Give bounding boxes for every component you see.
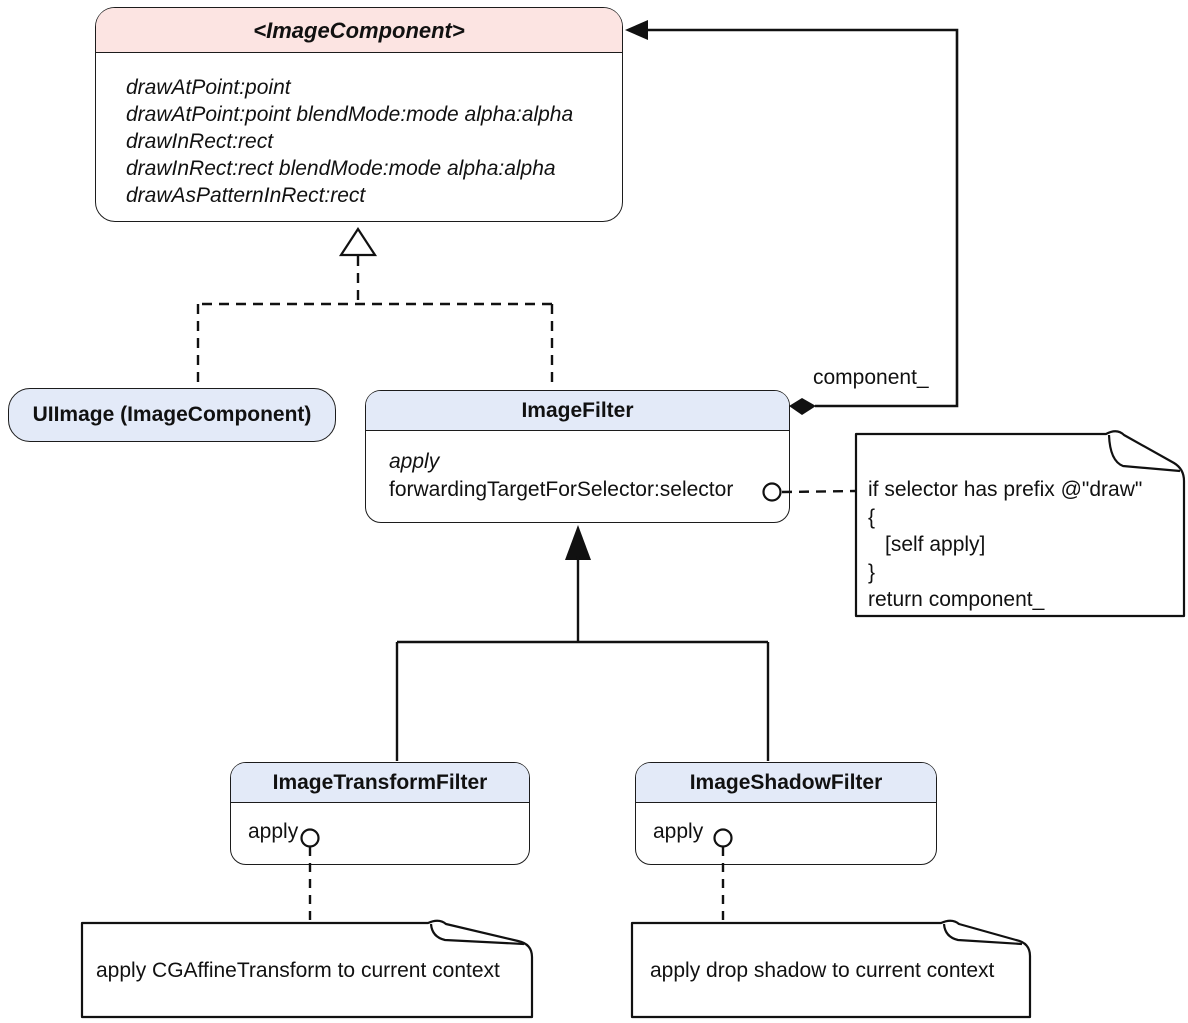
method-drawatpoint: drawAtPoint:point: [126, 76, 291, 99]
note-transform-text: apply CGAffineTransform to current conte…: [96, 959, 500, 982]
inheritance-solid-lines: [395, 556, 770, 761]
hollow-triangle-arrowhead-icon: [338, 226, 378, 257]
note-transform-fold-icon: [429, 923, 525, 946]
composition-diamond-icon: [789, 398, 816, 415]
method-list-image-shadow-filter: apply: [636, 803, 936, 845]
method-forwarding-target: forwardingTargetForSelector:selector: [389, 478, 734, 501]
composition-label-component: component_: [813, 366, 929, 389]
class-box-image-transform-filter: ImageTransformFilter apply: [230, 762, 530, 865]
method-drawinrect-blend: drawInRect:rect blendMode:mode alpha:alp…: [126, 157, 556, 180]
class-title-image-filter: ImageFilter: [366, 391, 789, 431]
note-forwarding-fold-icon: [1107, 434, 1181, 473]
method-list-image-component: drawAtPoint:point drawAtPoint:point blen…: [96, 53, 622, 209]
note-forwarding-line-1: if selector has prefix @"draw": [868, 478, 1143, 501]
method-drawinrect: drawInRect:rect: [126, 130, 274, 153]
class-box-uiimage: UIImage (ImageComponent): [8, 388, 336, 442]
composition-line: [646, 28, 959, 408]
class-title-image-shadow-filter: ImageShadowFilter: [636, 763, 936, 803]
class-box-image-shadow-filter: ImageShadowFilter apply: [635, 762, 937, 865]
method-list-image-filter: apply forwardingTargetForSelector:select…: [366, 431, 789, 504]
realization-dashed-lines: [196, 256, 554, 389]
note-shadow-fold-icon: [942, 923, 1023, 946]
note-link-forwarding-line: [781, 489, 857, 494]
class-title-uiimage: UIImage (ImageComponent): [32, 403, 312, 426]
note-forwarding-line-4: }: [868, 560, 876, 584]
class-title-image-component: <ImageComponent>: [96, 8, 622, 53]
note-forwarding-text: if selector has prefix @"draw" { [self a…: [868, 476, 1142, 614]
note-forwarding-line-2: {: [868, 505, 876, 529]
method-apply-shadow: apply: [653, 820, 704, 843]
method-list-image-transform-filter: apply: [231, 803, 529, 845]
note-shadow-text: apply drop shadow to current context: [650, 959, 995, 982]
method-apply-abstract: apply: [389, 450, 440, 473]
note-forwarding-line-5: return component_: [868, 588, 1045, 611]
method-drawaspattern: drawAsPatternInRect:rect: [126, 184, 366, 207]
note-forwarding-line-3: [self apply]: [885, 533, 986, 556]
class-title-image-transform-filter: ImageTransformFilter: [231, 763, 529, 803]
filled-arrowhead-up-icon: [565, 525, 591, 560]
filled-arrowhead-left-icon: [625, 20, 648, 40]
class-box-image-filter: ImageFilter apply forwardingTargetForSel…: [365, 390, 790, 523]
method-apply-transform: apply: [248, 820, 299, 843]
method-drawatpoint-blend: drawAtPoint:point blendMode:mode alpha:a…: [126, 103, 574, 126]
class-box-image-component: <ImageComponent> drawAtPoint:point drawA…: [95, 7, 623, 222]
